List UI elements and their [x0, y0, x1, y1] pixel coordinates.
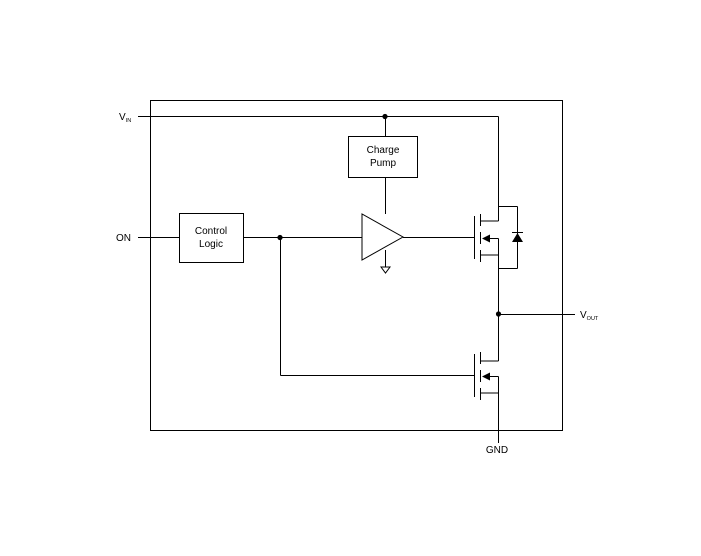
high-side-mosfet [474, 206, 523, 314]
pin-label-gnd: GND [486, 445, 508, 456]
control-net [243, 234, 474, 376]
charge-pump-label-line2: Pump [370, 158, 397, 169]
vin-rail [138, 113, 499, 221]
device-boundary [150, 100, 563, 431]
gate-driver-buffer [361, 213, 474, 274]
control-logic-label-line2: Logic [199, 239, 223, 250]
charge-pump-block: Charge Pump [348, 136, 418, 214]
control-logic-label-line1: Control [195, 226, 227, 237]
vout-net [495, 311, 575, 361]
low-side-mosfet [474, 352, 499, 443]
mosfet-arrow [482, 372, 490, 381]
control-logic-block: Control Logic [179, 213, 244, 263]
pin-label-on: ON [116, 233, 131, 244]
mosfet-arrow [482, 234, 490, 243]
pin-label-vin: VIN [119, 112, 131, 124]
pin-label-vout: VOUT [580, 310, 599, 322]
ground-symbol [380, 266, 391, 274]
body-diode [512, 233, 523, 242]
charge-pump-label-line1: Charge [367, 145, 400, 156]
